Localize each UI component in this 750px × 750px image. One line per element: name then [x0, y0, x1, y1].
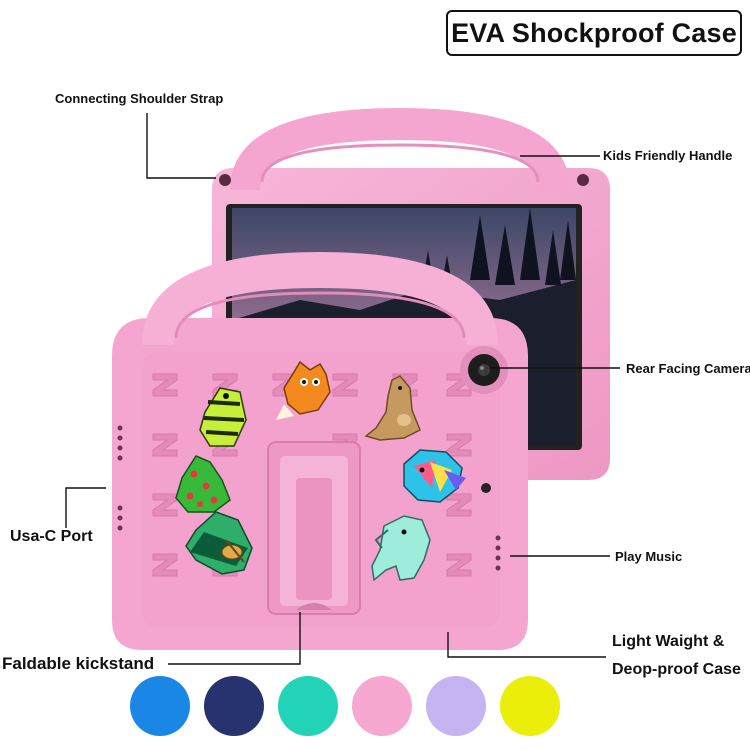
fox-sticker-icon: [276, 360, 331, 420]
callout-port: Usa-C Port: [10, 528, 93, 545]
callout-weight-1: Light Waight &: [612, 633, 725, 650]
tree-sticker-icon: [175, 455, 231, 513]
kangaroo-sticker-icon: [364, 375, 421, 441]
callout-weight-2: Deop-proof Case: [612, 661, 741, 678]
color-swatch-navy[interactable]: [204, 676, 264, 736]
bird-sticker-icon: [403, 449, 466, 503]
guitar-sticker-icon: [185, 511, 253, 575]
callout-handle: Kids Friendly Handle: [603, 148, 733, 163]
callout-camera: Rear Facing Camera: [626, 361, 750, 376]
camera-icon: [460, 346, 508, 394]
callout-strap: Connecting Shoulder Strap: [55, 91, 224, 106]
callout-music: Play Music: [615, 549, 683, 564]
color-swatch-yellow[interactable]: [500, 676, 560, 736]
color-swatch-teal[interactable]: [278, 676, 338, 736]
color-swatch-lavender[interactable]: [426, 676, 486, 736]
color-swatch-pink[interactable]: [352, 676, 412, 736]
color-swatch-blue[interactable]: [130, 676, 190, 736]
elephant-sticker-icon: [371, 515, 431, 582]
leader-lines: [65, 113, 620, 665]
tiger-sticker-icon: [199, 387, 247, 447]
page-title: EVA Shockproof Case: [446, 10, 742, 56]
kickstand: [267, 441, 361, 615]
callout-kickstand: Faldable kickstand: [2, 654, 155, 673]
